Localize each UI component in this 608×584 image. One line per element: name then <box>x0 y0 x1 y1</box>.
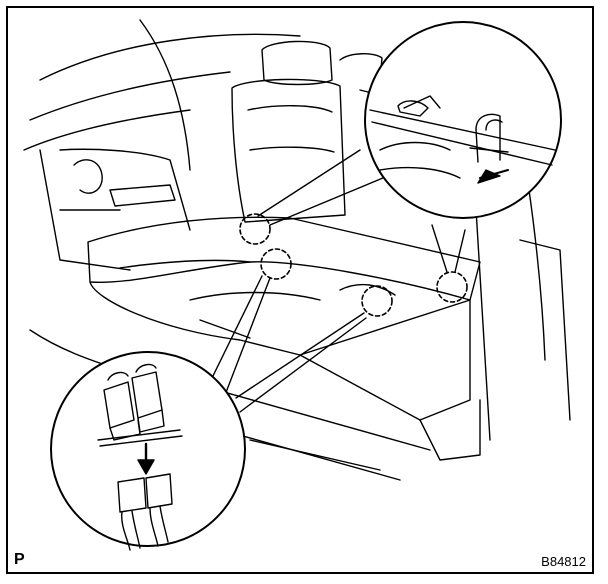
detail-inset-cushion-clip <box>50 351 246 551</box>
corner-mark: P <box>14 551 25 568</box>
rear-seat-back <box>231 40 383 223</box>
clip-marker-cushion-left <box>260 248 292 280</box>
clip-marker-seatback-right <box>436 271 468 303</box>
clip-marker-cushion-right <box>361 285 393 317</box>
rear-seat-cushion <box>87 216 481 461</box>
callout-pointers <box>209 149 466 413</box>
figure-code: B84812 <box>541 554 586 569</box>
clip-location-markers <box>239 213 468 317</box>
clip-marker-seatback-left <box>239 213 271 245</box>
detail-inset-seatback-clip <box>364 21 562 219</box>
